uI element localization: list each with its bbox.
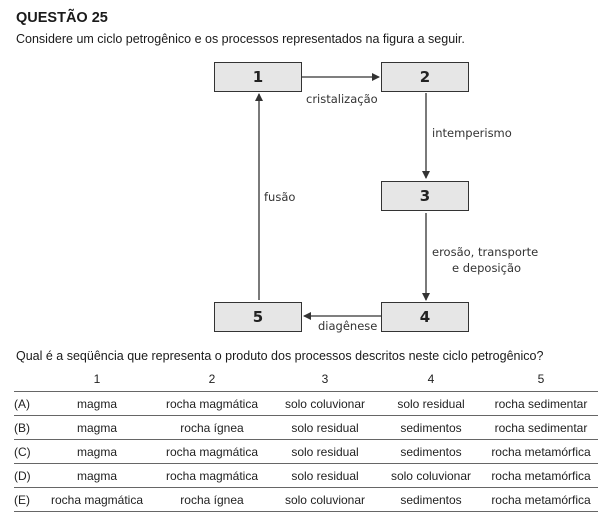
table-cell: rocha ígnea [152,415,272,440]
table-cell: rocha sedimentar [484,391,598,416]
table-cell: solo residual [272,415,378,440]
table-cell: solo residual [272,439,378,464]
stage-box-2: 2 [381,62,469,92]
question-prompt: Qual é a seqüência que representa o prod… [16,349,544,363]
table-cell: rocha magmática [152,439,272,464]
table-cell: magma [42,463,152,488]
process-label-intemperismo: intemperismo [432,126,512,140]
option-letter: (E) [14,487,42,512]
answer-options-table: 1 2 3 4 5 (A) magma rocha magmática solo… [14,367,598,512]
table-cell: rocha ígnea [152,487,272,512]
table-cell: rocha metamórfica [484,463,598,488]
table-cell: solo residual [378,391,484,416]
process-label-cristalizacao: cristalização [306,92,378,106]
rock-cycle-diagram: 1 2 3 4 5 cristalização intemperismo ero… [214,62,539,333]
table-cell: solo coluvionar [378,463,484,488]
table-cell: rocha magmática [152,391,272,416]
table-cell: solo residual [272,463,378,488]
option-row-b[interactable]: (B) magma rocha ígnea solo residual sedi… [14,415,598,440]
table-cell: sedimentos [378,439,484,464]
header-col-1: 1 [93,372,101,386]
option-letter: (C) [14,439,42,464]
option-letter: (B) [14,415,42,440]
option-row-c[interactable]: (C) magma rocha magmática solo residual … [14,439,598,464]
header-col-2: 2 [208,372,216,386]
header-col-4: 4 [427,372,435,386]
stage-box-5: 5 [214,302,302,332]
question-title: QUESTÃO 25 [16,10,108,26]
header-col-5: 5 [537,372,545,386]
table-cell: rocha sedimentar [484,415,598,440]
table-cell: rocha metamórfica [484,487,598,512]
stage-box-3: 3 [381,181,469,211]
process-label-diagenese: diagênese [318,319,378,333]
option-letter: (A) [14,391,42,416]
option-row-e[interactable]: (E) rocha magmática rocha ígnea solo col… [14,487,598,512]
table-cell: sedimentos [378,415,484,440]
table-cell: rocha magmática [152,463,272,488]
option-letter: (D) [14,463,42,488]
table-cell: rocha metamórfica [484,439,598,464]
option-row-d[interactable]: (D) magma rocha magmática solo residual … [14,463,598,488]
header-col-3: 3 [321,372,329,386]
option-row-a[interactable]: (A) magma rocha magmática solo coluviona… [14,391,598,416]
question-intro: Considere um ciclo petrogênico e os proc… [16,32,465,46]
table-cell: magma [42,391,152,416]
table-cell: magma [42,439,152,464]
header-letter [14,367,42,392]
process-label-erosao: erosão, transporte [432,245,539,259]
table-header-row: 1 2 3 4 5 [14,367,598,392]
process-label-fusao: fusão [264,190,296,204]
stage-box-4: 4 [381,302,469,332]
cycle-arrows [255,73,430,320]
table-cell: solo coluvionar [272,487,378,512]
process-label-deposicao: e deposição [452,261,522,275]
table-cell: magma [42,415,152,440]
stage-box-1: 1 [214,62,302,92]
table-cell: solo coluvionar [272,391,378,416]
table-cell: sedimentos [378,487,484,512]
table-cell: rocha magmática [42,487,152,512]
